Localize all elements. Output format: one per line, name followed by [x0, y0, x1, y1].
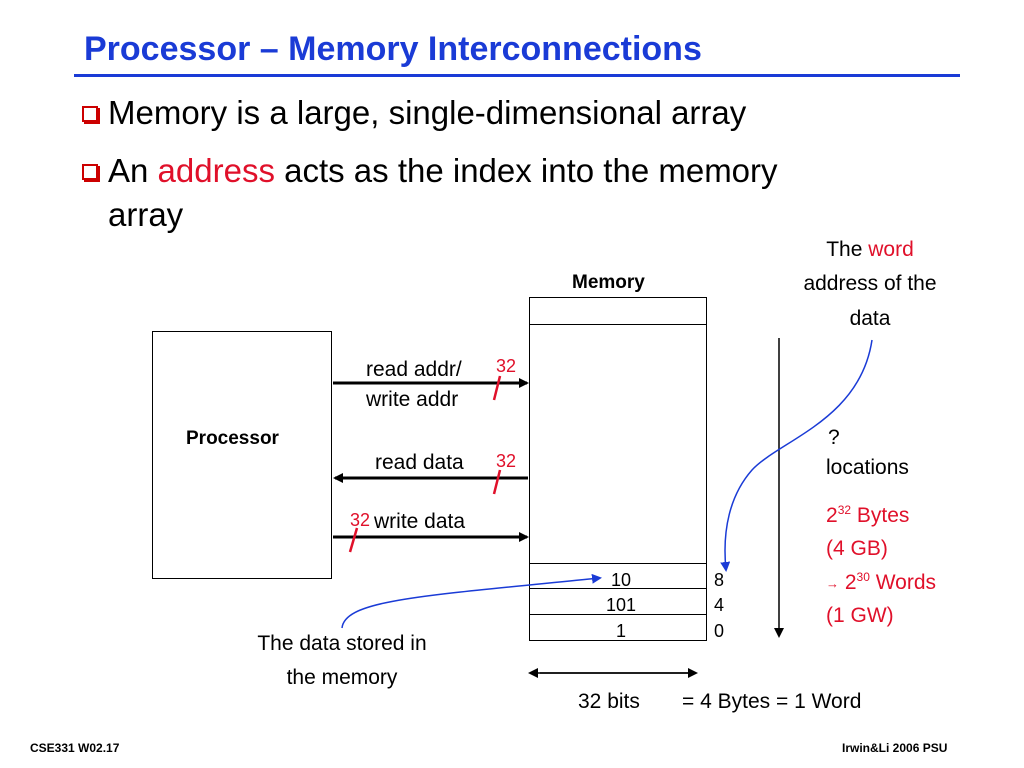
locations-label: locations — [826, 456, 909, 479]
bullet-1: Memory is a large, single-dimensional ar… — [108, 94, 747, 131]
bullet-marker-1 — [82, 106, 98, 122]
bytes-base: 2 — [826, 504, 838, 527]
slide-title: Processor – Memory Interconnections — [84, 30, 702, 68]
note-prefix: The — [826, 238, 869, 261]
memory-value: 1 — [615, 621, 626, 641]
address-bus-width: 32 — [496, 356, 517, 376]
locations-question: ? — [828, 426, 840, 449]
processor-box — [152, 331, 332, 579]
word-address-note-line1: The word — [780, 238, 960, 262]
footer-right: Irwin&Li 2006 PSU — [842, 741, 948, 755]
bytes-unit: Bytes — [851, 504, 910, 527]
write-addr-label: write addr — [366, 388, 459, 411]
stored-note-line2: the memory — [286, 666, 398, 689]
processor-label: Processor — [186, 428, 279, 449]
footer-left: CSE331 W02.17 — [30, 741, 120, 755]
bullet-2-line2: array — [108, 196, 184, 233]
capacity-bytes: 232 Bytes — [826, 503, 909, 528]
words-exponent: 30 — [856, 570, 870, 584]
title-underline — [74, 74, 960, 77]
memory-label: Memory — [572, 272, 645, 293]
memory-address: 8 — [714, 570, 725, 590]
words-base: 2 — [844, 571, 857, 594]
memory-address: 4 — [714, 595, 725, 615]
capacity-gw: (1 GW) — [826, 604, 894, 627]
write-data-bus-width: 32 — [350, 510, 371, 530]
word-address-note-line2: address of the — [803, 272, 937, 295]
right-arrow-icon: → — [826, 575, 839, 591]
stored-data-pointer — [341, 573, 602, 629]
bytes-exponent: 32 — [837, 503, 852, 517]
read-data-label: read data — [375, 451, 464, 474]
bus-width-slash — [492, 375, 502, 401]
width-bits-label: 32 bits — [578, 690, 640, 713]
memory-address: 0 — [714, 621, 725, 641]
capacity-gb: (4 GB) — [826, 537, 888, 560]
bullet-2-highlight: address — [157, 152, 275, 189]
memory-top-row — [529, 297, 707, 325]
memory-row — [529, 614, 707, 641]
memory-value: 101 — [605, 595, 637, 615]
note-highlight: word — [868, 238, 914, 261]
bullet-marker-2 — [82, 164, 98, 180]
capacity-words: → 230 Words — [826, 570, 936, 595]
write-data-label: write data — [374, 510, 466, 533]
bullet-2: An address acts as the index into the me… — [108, 152, 778, 190]
word-address-note-line3: data — [849, 307, 891, 330]
word-address-pointer — [720, 339, 873, 572]
width-equivalence-label: = 4 Bytes = 1 Word — [682, 690, 862, 713]
words-unit: Words — [869, 571, 937, 594]
bus-width-slash — [492, 469, 502, 495]
bullet-2-suffix: acts as the index into the memory — [274, 152, 778, 189]
read-data-bus-width: 32 — [496, 451, 517, 471]
stored-note-line1: The data stored in — [257, 632, 427, 655]
bullet-2-prefix: An — [108, 152, 158, 189]
memory-value: 10 — [610, 570, 632, 590]
read-addr-label: read addr/ — [366, 358, 462, 381]
bus-width-slash — [348, 527, 359, 553]
